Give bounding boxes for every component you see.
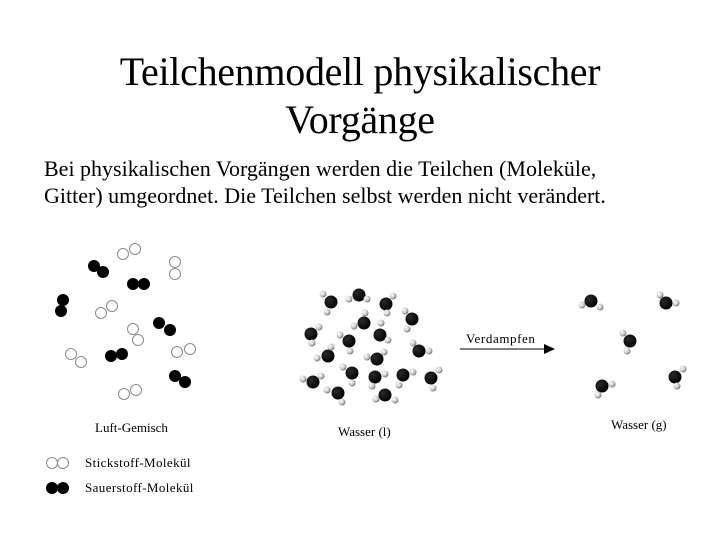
legend-item-oxygen: Sauerstoff-Molekül	[46, 480, 194, 495]
water-molecule-icon	[395, 368, 417, 389]
arrow-head-icon	[544, 344, 555, 354]
oxygen-molecule-icon	[105, 348, 128, 362]
nitrogen-molecules	[65, 243, 196, 400]
air-mixture-label: Luft-Gemisch	[95, 420, 168, 435]
water-molecule-icon	[424, 366, 443, 392]
water-molecule-icon	[401, 307, 419, 333]
legend-label-nitrogen: Stickstoff-Molekül	[85, 455, 191, 470]
water-molecule-icon	[313, 343, 335, 363]
water-molecule-icon	[345, 288, 371, 303]
nitrogen-molecule-icon	[118, 384, 142, 400]
oxygen-molecules	[55, 260, 191, 388]
legend-item-nitrogen: Stickstoff-Molekül	[46, 455, 191, 470]
body-line-1: Bei physikalischen Vorgängen werden die …	[44, 156, 597, 181]
body-line-2: Gitter) umgeordnet. Die Teilchen selbst …	[44, 183, 606, 208]
nitrogen-molecule-icon	[127, 323, 144, 346]
water-molecule-icon	[372, 388, 399, 404]
nitrogen-molecule-icon	[171, 343, 196, 358]
evaporation-arrow: Verdampfen	[460, 331, 555, 354]
water-molecule-icon	[323, 386, 346, 406]
water-molecule-icon	[619, 329, 637, 355]
water-molecule-icon	[304, 323, 323, 347]
nitrogen-molecule-icon	[117, 243, 141, 260]
oxygen-molecule-icon	[127, 278, 150, 290]
water-molecule-icon	[373, 319, 392, 344]
air-mixture-group: Luft-Gemisch	[55, 243, 196, 435]
gaseous-water-label: Wasser (g)	[611, 417, 667, 432]
liquid-water-group: Wasser (l)	[299, 288, 443, 439]
nitrogen-molecule-icon	[65, 348, 87, 368]
water-molecule-icon	[368, 370, 389, 390]
water-molecule-icon	[578, 294, 604, 311]
water-molecule-icon	[299, 372, 325, 389]
oxygen-molecule-icon	[153, 317, 176, 336]
liquid-water-label: Wasser (l)	[338, 424, 391, 439]
title-line-1: Teilchenmodell physikalischer	[119, 49, 601, 94]
gaseous-water-group: Wasser (g)	[578, 291, 687, 432]
water-molecule-icon	[656, 291, 680, 310]
water-molecule-icon	[319, 290, 338, 316]
oxygen-molecule-icon	[46, 482, 69, 494]
water-molecule-icon	[363, 348, 388, 366]
water-molecule-icon	[379, 292, 397, 317]
water-molecule-icon	[350, 309, 371, 330]
water-molecule-icon	[594, 379, 616, 399]
oxygen-molecule-icon	[55, 294, 69, 317]
title-line-2: Vorgänge	[285, 97, 435, 142]
evaporation-label: Verdampfen	[466, 331, 536, 346]
water-molecule-icon	[409, 339, 433, 358]
oxygen-molecule-icon	[88, 260, 109, 278]
legend-label-oxygen: Sauerstoff-Molekül	[85, 480, 194, 495]
slide-body-text: Bei physikalischen Vorgängen werden die …	[44, 155, 694, 209]
slide-title: Teilchenmodell physikalischer Vorgänge	[0, 48, 720, 144]
oxygen-molecule-icon	[169, 370, 191, 388]
nitrogen-molecule-icon	[46, 457, 69, 469]
water-molecule-icon	[668, 365, 687, 390]
legend: Stickstoff-Molekül Sauerstoff-Molekül	[46, 455, 194, 495]
water-molecule-icon	[339, 363, 359, 387]
water-molecule-icon	[336, 331, 356, 355]
nitrogen-molecule-icon	[95, 300, 118, 319]
nitrogen-molecule-icon	[169, 256, 181, 280]
